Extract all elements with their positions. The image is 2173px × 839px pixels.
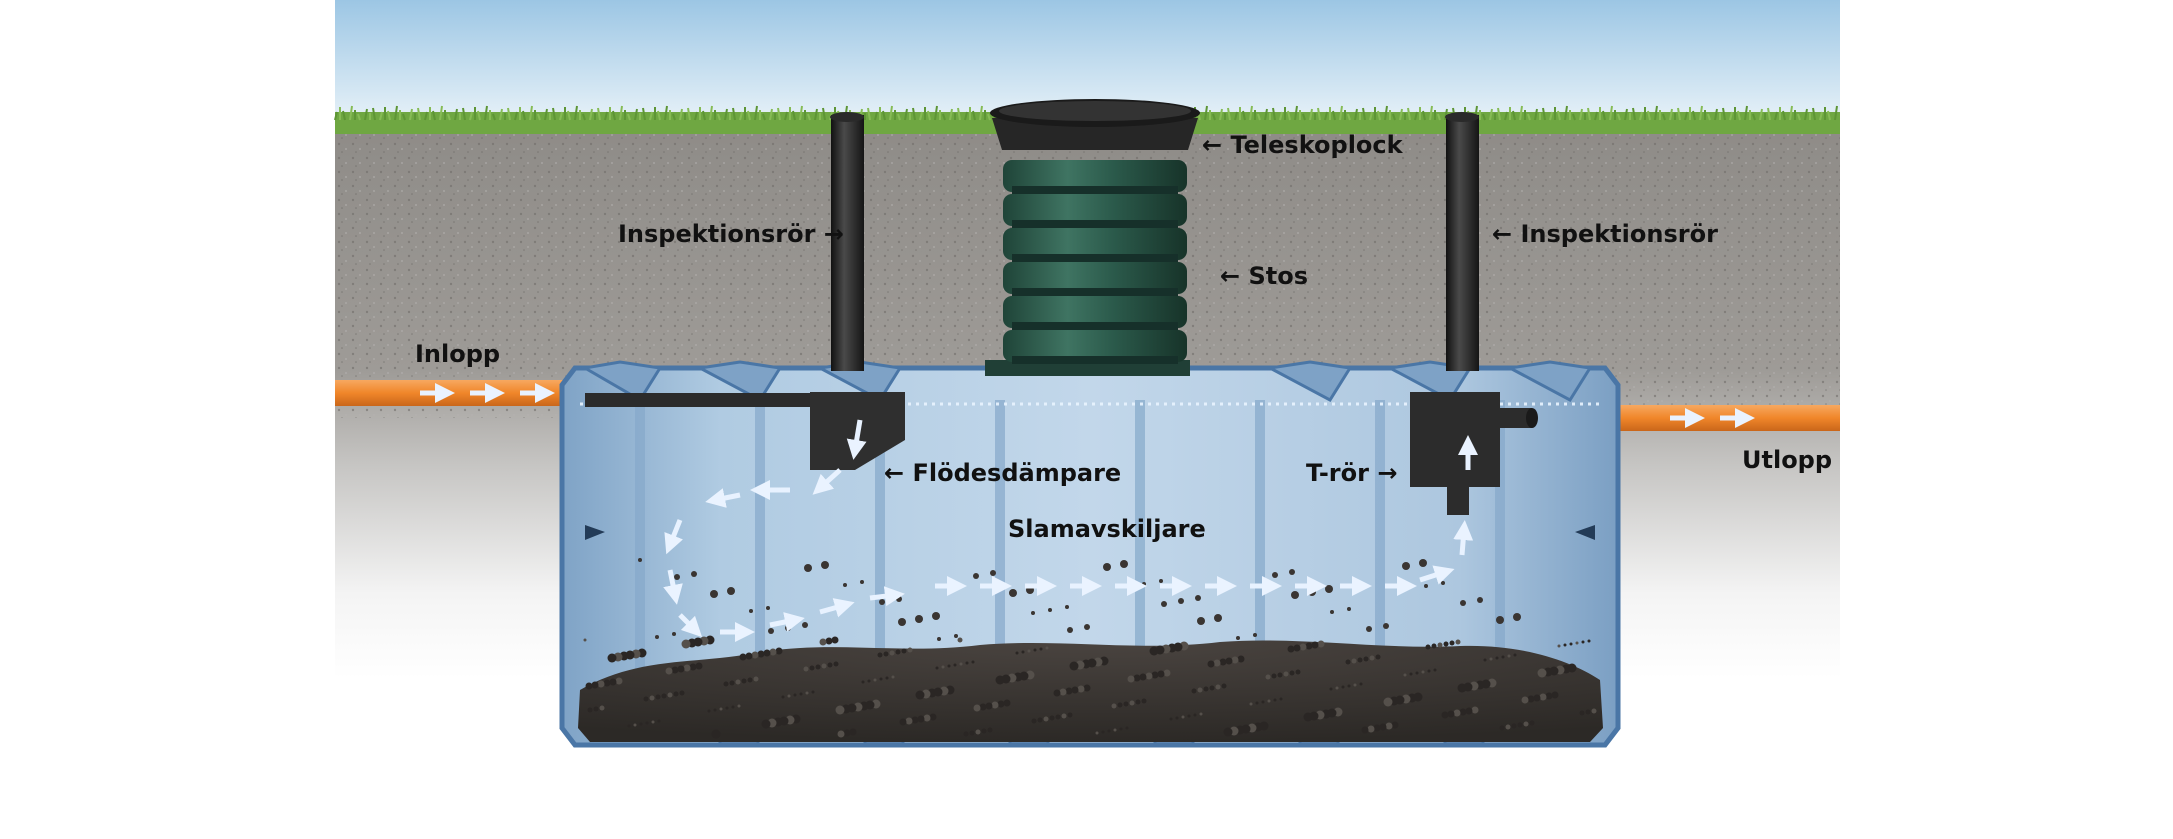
riser xyxy=(985,160,1190,376)
flow-arrows xyxy=(420,383,1755,642)
inspection-pipe-right xyxy=(1446,115,1479,371)
inlet-pipe xyxy=(335,380,585,406)
label-slamavskiljare: Slamavskiljare xyxy=(1008,515,1206,543)
label-t-ror: T-rör → xyxy=(1306,459,1398,487)
outlet-pipe xyxy=(1590,405,1840,431)
label-inspektionsror-right: ← Inspektionsrör xyxy=(1492,220,1718,248)
label-flodesdampare: ← Flödesdämpare xyxy=(884,459,1122,487)
t-pipe xyxy=(1410,392,1538,515)
label-teleskoplock: ← Teleskoplock xyxy=(1202,131,1403,159)
label-stos: ← Stos xyxy=(1220,262,1308,290)
label-inlopp: Inlopp xyxy=(415,340,501,368)
inspection-pipe-left xyxy=(831,115,864,371)
label-inspektionsror-left: Inspektionsrör → xyxy=(618,220,844,248)
sludge-layer xyxy=(578,640,1603,742)
label-utlopp: Utlopp xyxy=(1742,446,1833,474)
telescopic-lid xyxy=(990,99,1200,150)
